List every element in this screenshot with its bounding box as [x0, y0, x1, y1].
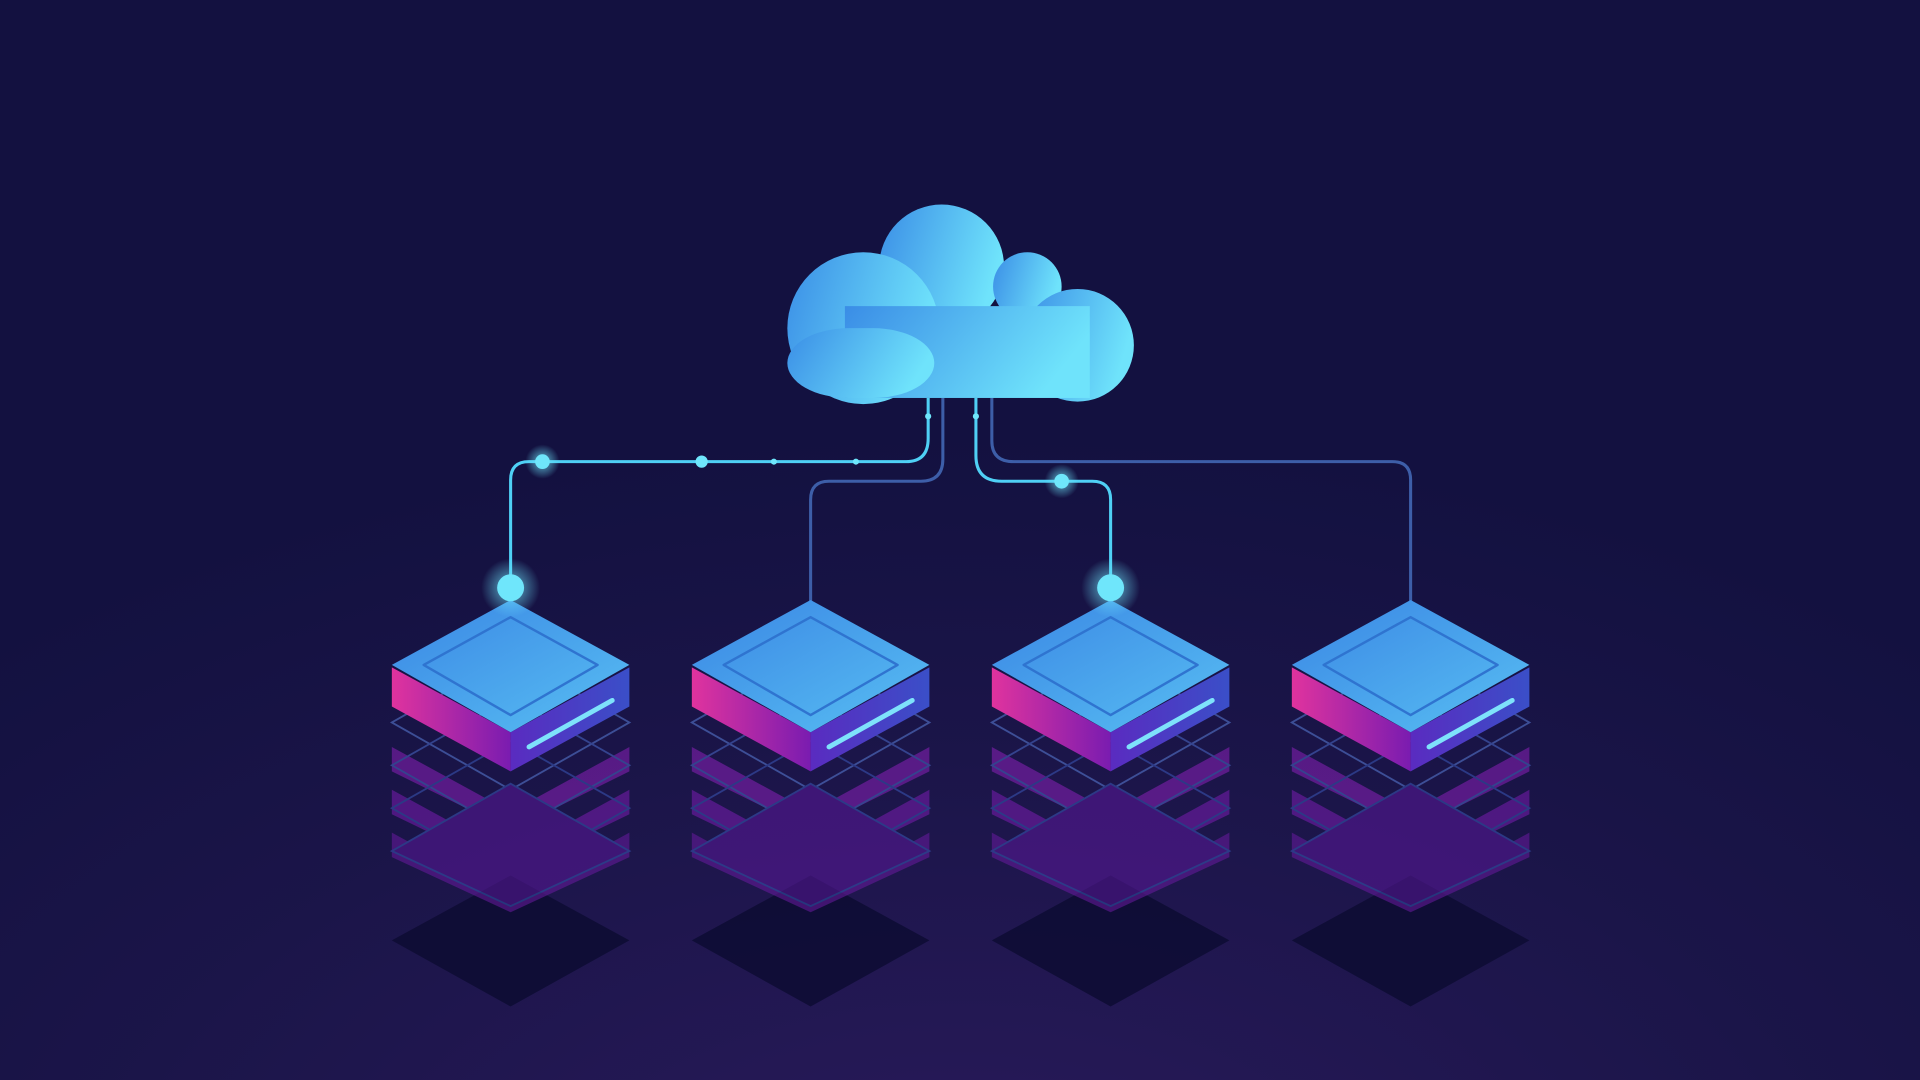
network-node-icon: [972, 413, 979, 420]
connection-line: [509, 397, 930, 586]
network-node-icon: [535, 454, 550, 469]
network-node-icon: [770, 458, 777, 465]
network-node-icon: [1097, 574, 1125, 602]
cloud-icon: [787, 204, 1134, 405]
network-node-icon: [695, 455, 708, 468]
network-node-icon: [1054, 473, 1069, 489]
connection-line: [990, 397, 1413, 603]
network-node-icon: [497, 574, 525, 602]
network-node-icon: [925, 413, 932, 420]
network-node-icon: [852, 458, 859, 465]
connection-line: [809, 397, 945, 603]
